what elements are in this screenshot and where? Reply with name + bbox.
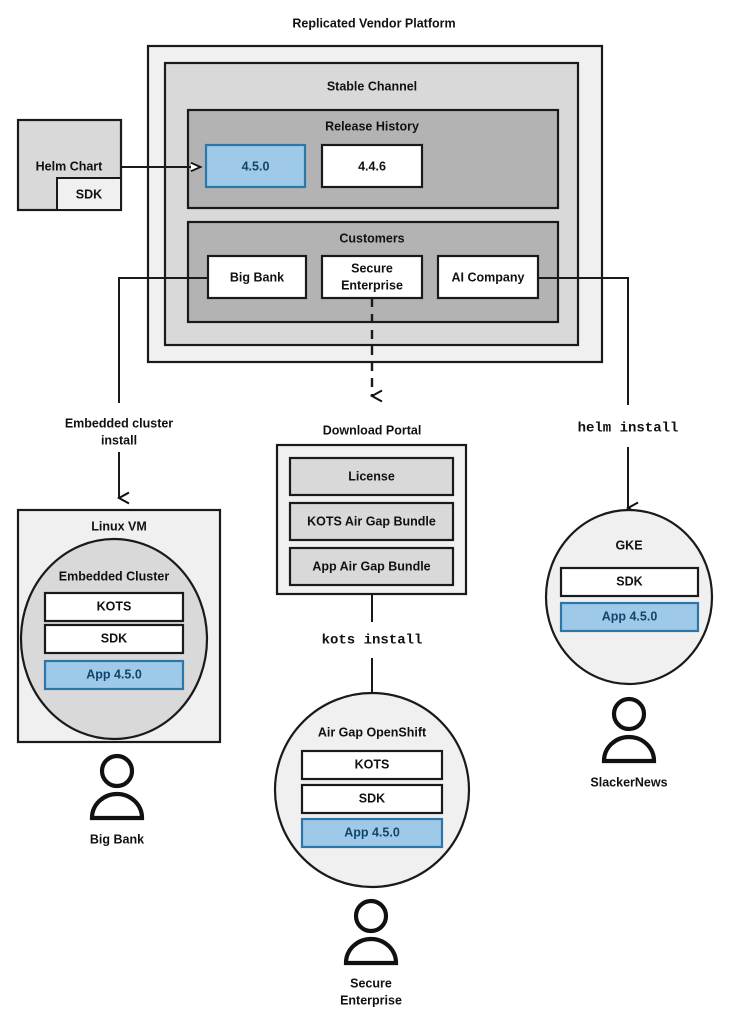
actor-slackernews: SlackerNews: [590, 696, 668, 789]
helm-chart-source: Helm Chart SDK: [16, 118, 123, 212]
actor-big-bank-label: Big Bank: [90, 832, 144, 846]
openshift-kots-box[interactable]: [300, 749, 444, 781]
openshift-app-box[interactable]: [300, 817, 444, 849]
customer-ai-company-label: AI Company: [452, 270, 525, 284]
linux-vm-sdk-label: SDK: [101, 631, 127, 645]
target-linux-vm: Linux VM Embedded Cluster KOTS SDK App 4…: [16, 508, 222, 744]
embedded-cluster-label: Embedded Cluster: [59, 569, 170, 583]
artifact-kots-air-gap-bundle-box[interactable]: [288, 501, 455, 542]
artifact-kots-air-gap-bundle-label: KOTS Air Gap Bundle: [307, 514, 436, 528]
customer-ai-company-box[interactable]: [436, 254, 540, 300]
customer-big-bank-box[interactable]: [206, 254, 308, 300]
linux-vm-kots-box[interactable]: [43, 591, 185, 623]
person-head-icon: [611, 696, 647, 732]
person-body-icon: [343, 936, 399, 966]
customers-label: Customers: [339, 231, 404, 245]
person-body-icon: [89, 791, 145, 821]
download-portal-label: Download Portal: [323, 423, 422, 437]
customer-secure-enterprise-box[interactable]: [320, 254, 424, 300]
linux-vm-app-label: App 4.5.0: [86, 667, 142, 681]
actor-secure-enterprise-label-line2: Enterprise: [340, 993, 402, 1007]
release-history-label: Release History: [325, 119, 419, 133]
openshift-kots-label: KOTS: [355, 757, 390, 771]
linux-vm-app-box[interactable]: [43, 659, 185, 691]
edge-helm-install-label: helm install: [578, 421, 679, 437]
linux-vm-label: Linux VM: [91, 519, 147, 533]
artifact-app-air-gap-bundle-label: App Air Gap Bundle: [312, 559, 430, 573]
helm-chart-sdk-label: SDK: [76, 187, 102, 201]
release-4-4-6-box[interactable]: [320, 143, 424, 189]
actor-slackernews-label: SlackerNews: [590, 775, 667, 789]
customer-secure-enterprise-label-line2: Enterprise: [341, 278, 403, 292]
gke-sdk-label: SDK: [616, 574, 642, 588]
actor-secure-enterprise-label-line1: Secure: [350, 976, 392, 990]
release-4-5-0-label: 4.5.0: [242, 159, 270, 173]
vendor-platform-container: Stable Channel Release History 4.5.0 4.4…: [146, 44, 604, 364]
air-gap-openshift-label: Air Gap OpenShift: [318, 725, 427, 739]
linux-vm-sdk-box[interactable]: [43, 623, 185, 655]
openshift-sdk-label: SDK: [359, 791, 385, 805]
linux-vm-kots-label: KOTS: [97, 599, 132, 613]
actor-secure-enterprise: Secure Enterprise: [340, 898, 402, 1007]
edge-embedded-cluster-install-label-line1: Embedded cluster: [65, 416, 173, 430]
gke-app-label: App 4.5.0: [602, 609, 658, 623]
gke-sdk-box[interactable]: [559, 566, 700, 598]
actor-big-bank: Big Bank: [89, 753, 145, 846]
artifact-license-label: License: [348, 469, 395, 483]
edge-kots-install-label: kots install: [322, 633, 423, 649]
page-title: Replicated Vendor Platform: [292, 16, 455, 30]
target-air-gap-openshift: Air Gap OpenShift KOTS SDK App 4.5.0: [273, 691, 471, 889]
openshift-app-label: App 4.5.0: [344, 825, 400, 839]
helm-chart-label: Helm Chart: [36, 159, 104, 173]
edge-ai-company-out: [538, 277, 629, 405]
customer-big-bank-label: Big Bank: [230, 270, 284, 284]
release-4-5-0-box[interactable]: [204, 143, 307, 189]
artifact-license-box[interactable]: [288, 456, 455, 497]
customer-secure-enterprise-label-line1: Secure: [351, 261, 393, 275]
artifact-app-air-gap-bundle-box[interactable]: [288, 546, 455, 587]
download-portal: Download Portal License KOTS Air Gap Bun…: [275, 423, 468, 596]
person-head-icon: [99, 753, 135, 789]
target-gke: GKE SDK App 4.5.0: [544, 508, 714, 686]
edge-embedded-cluster-install-label-line2: install: [101, 433, 137, 447]
person-body-icon: [601, 734, 657, 764]
edge-big-bank-out: [118, 277, 208, 403]
gke-label: GKE: [615, 538, 642, 552]
gke-app-box[interactable]: [559, 601, 700, 633]
openshift-sdk-box[interactable]: [300, 783, 444, 815]
release-4-4-6-label: 4.4.6: [358, 159, 386, 173]
helm-chart-sdk-box[interactable]: [56, 177, 122, 211]
stable-channel-label: Stable Channel: [327, 79, 417, 93]
person-head-icon: [353, 898, 389, 934]
